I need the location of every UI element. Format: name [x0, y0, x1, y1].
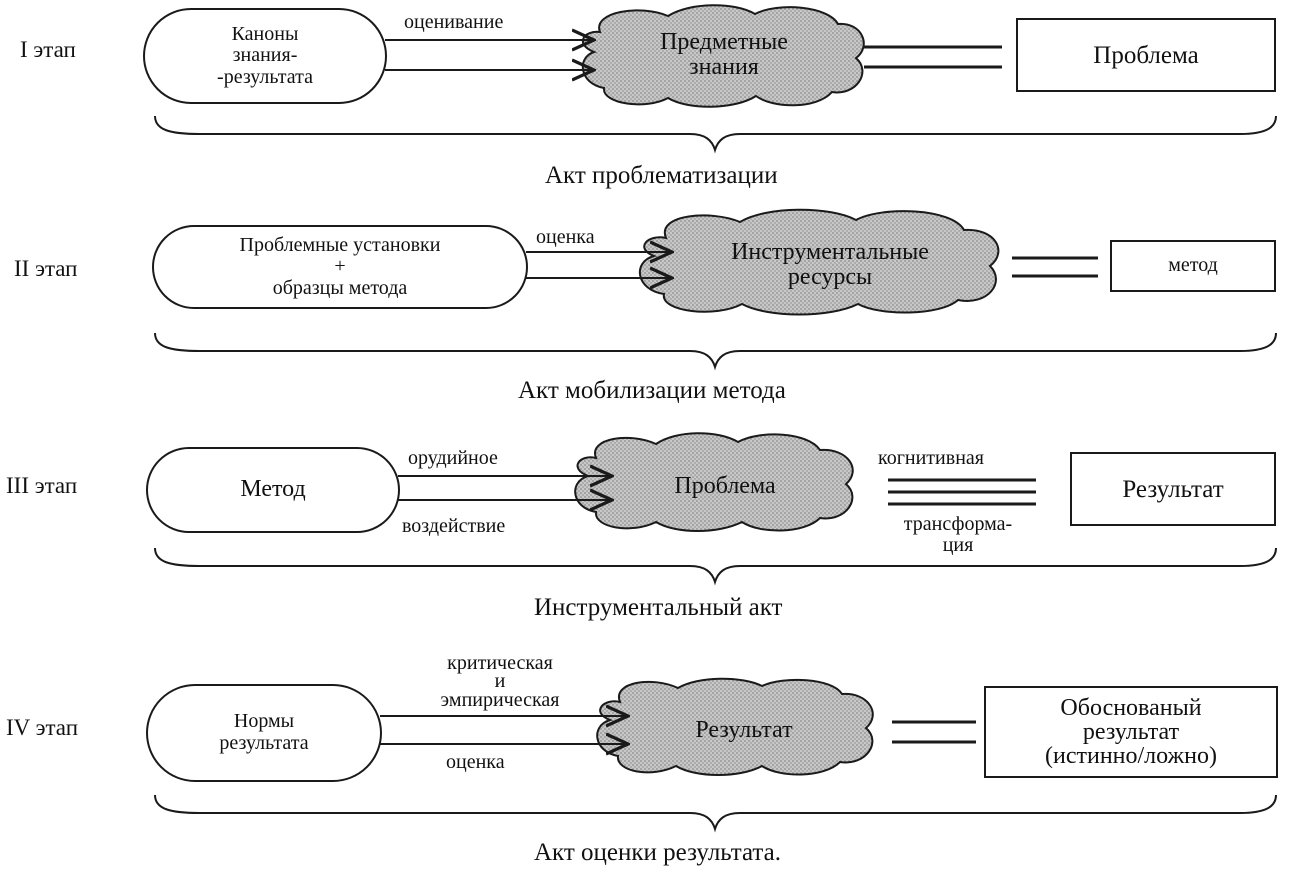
brace-2 [154, 332, 1277, 371]
stage-1-arrow-label: оценивание [404, 11, 504, 33]
cloud-2 [638, 208, 1000, 316]
brace-4 [154, 794, 1277, 833]
stage-4-label: IV этап [6, 715, 79, 740]
stage-3-transform-top-label: когнитивная [878, 447, 984, 469]
stage-1-label: I этап [20, 37, 76, 62]
brace-1 [154, 115, 1277, 154]
stage-2-source-text: Проблемные установки + образцы метода [239, 233, 441, 299]
stage-1-result-text: Проблема [1093, 41, 1199, 69]
stage-3-result: Результат [1070, 452, 1276, 526]
cloud-3 [574, 432, 854, 532]
stage-2-act: Акт мобилизации метода [518, 377, 786, 404]
stage-2-result-text: метод [1168, 254, 1218, 277]
stage-3-arrow-bottom-label: воздействие [402, 515, 506, 537]
stage-2-cloud-text: Инструментальные ресурсы [731, 239, 929, 291]
stage-4-source-text: Нормы результата [219, 710, 309, 754]
stage-3-arrow-top-label: орудийное [408, 447, 498, 469]
stage-1-source-text: Каноны знания- -результата [217, 22, 313, 88]
stage-3-source-text: Метод [240, 476, 306, 503]
stage-3-cloud-text: Проблема [674, 473, 776, 499]
stage-4-arrow-bottom-label: оценка [446, 751, 505, 773]
stage-3-act: Инструментальный акт [534, 594, 783, 621]
stage-2-arrow-label: оценка [536, 226, 595, 248]
stage-1-act: Акт проблематизации [545, 162, 778, 189]
stage-1-result: Проблема [1016, 18, 1276, 92]
stage-3-transform-bottom-label: трансформа- ция [903, 513, 1013, 556]
stage-2-label: II этап [14, 256, 78, 281]
stage-2-source: Проблемные установки + образцы метода [152, 225, 528, 309]
stage-4-cloud-text: Результат [695, 717, 793, 743]
stage-3-result-text: Результат [1122, 475, 1224, 503]
stage-4-act: Акт оценки результата. [534, 839, 782, 866]
stage-2-result: метод [1110, 240, 1276, 292]
stage-4-source: Нормы результата [146, 684, 382, 782]
cloud-1 [581, 4, 865, 108]
stage-4-result: Обоснованый результат (истинно/ложно) [984, 686, 1278, 778]
stage-4-result-text: Обоснованый результат (истинно/ложно) [1045, 695, 1217, 769]
stage-1-cloud-text: Предметные знания [660, 29, 788, 81]
stage-3-source: Метод [146, 447, 400, 533]
stage-4-arrow-top-label: критическая и эмпирическая [440, 652, 560, 711]
stage-3-label: III этап [6, 473, 78, 498]
brace-3 [154, 547, 1277, 586]
stage-1-source: Каноны знания- -результата [143, 8, 387, 104]
